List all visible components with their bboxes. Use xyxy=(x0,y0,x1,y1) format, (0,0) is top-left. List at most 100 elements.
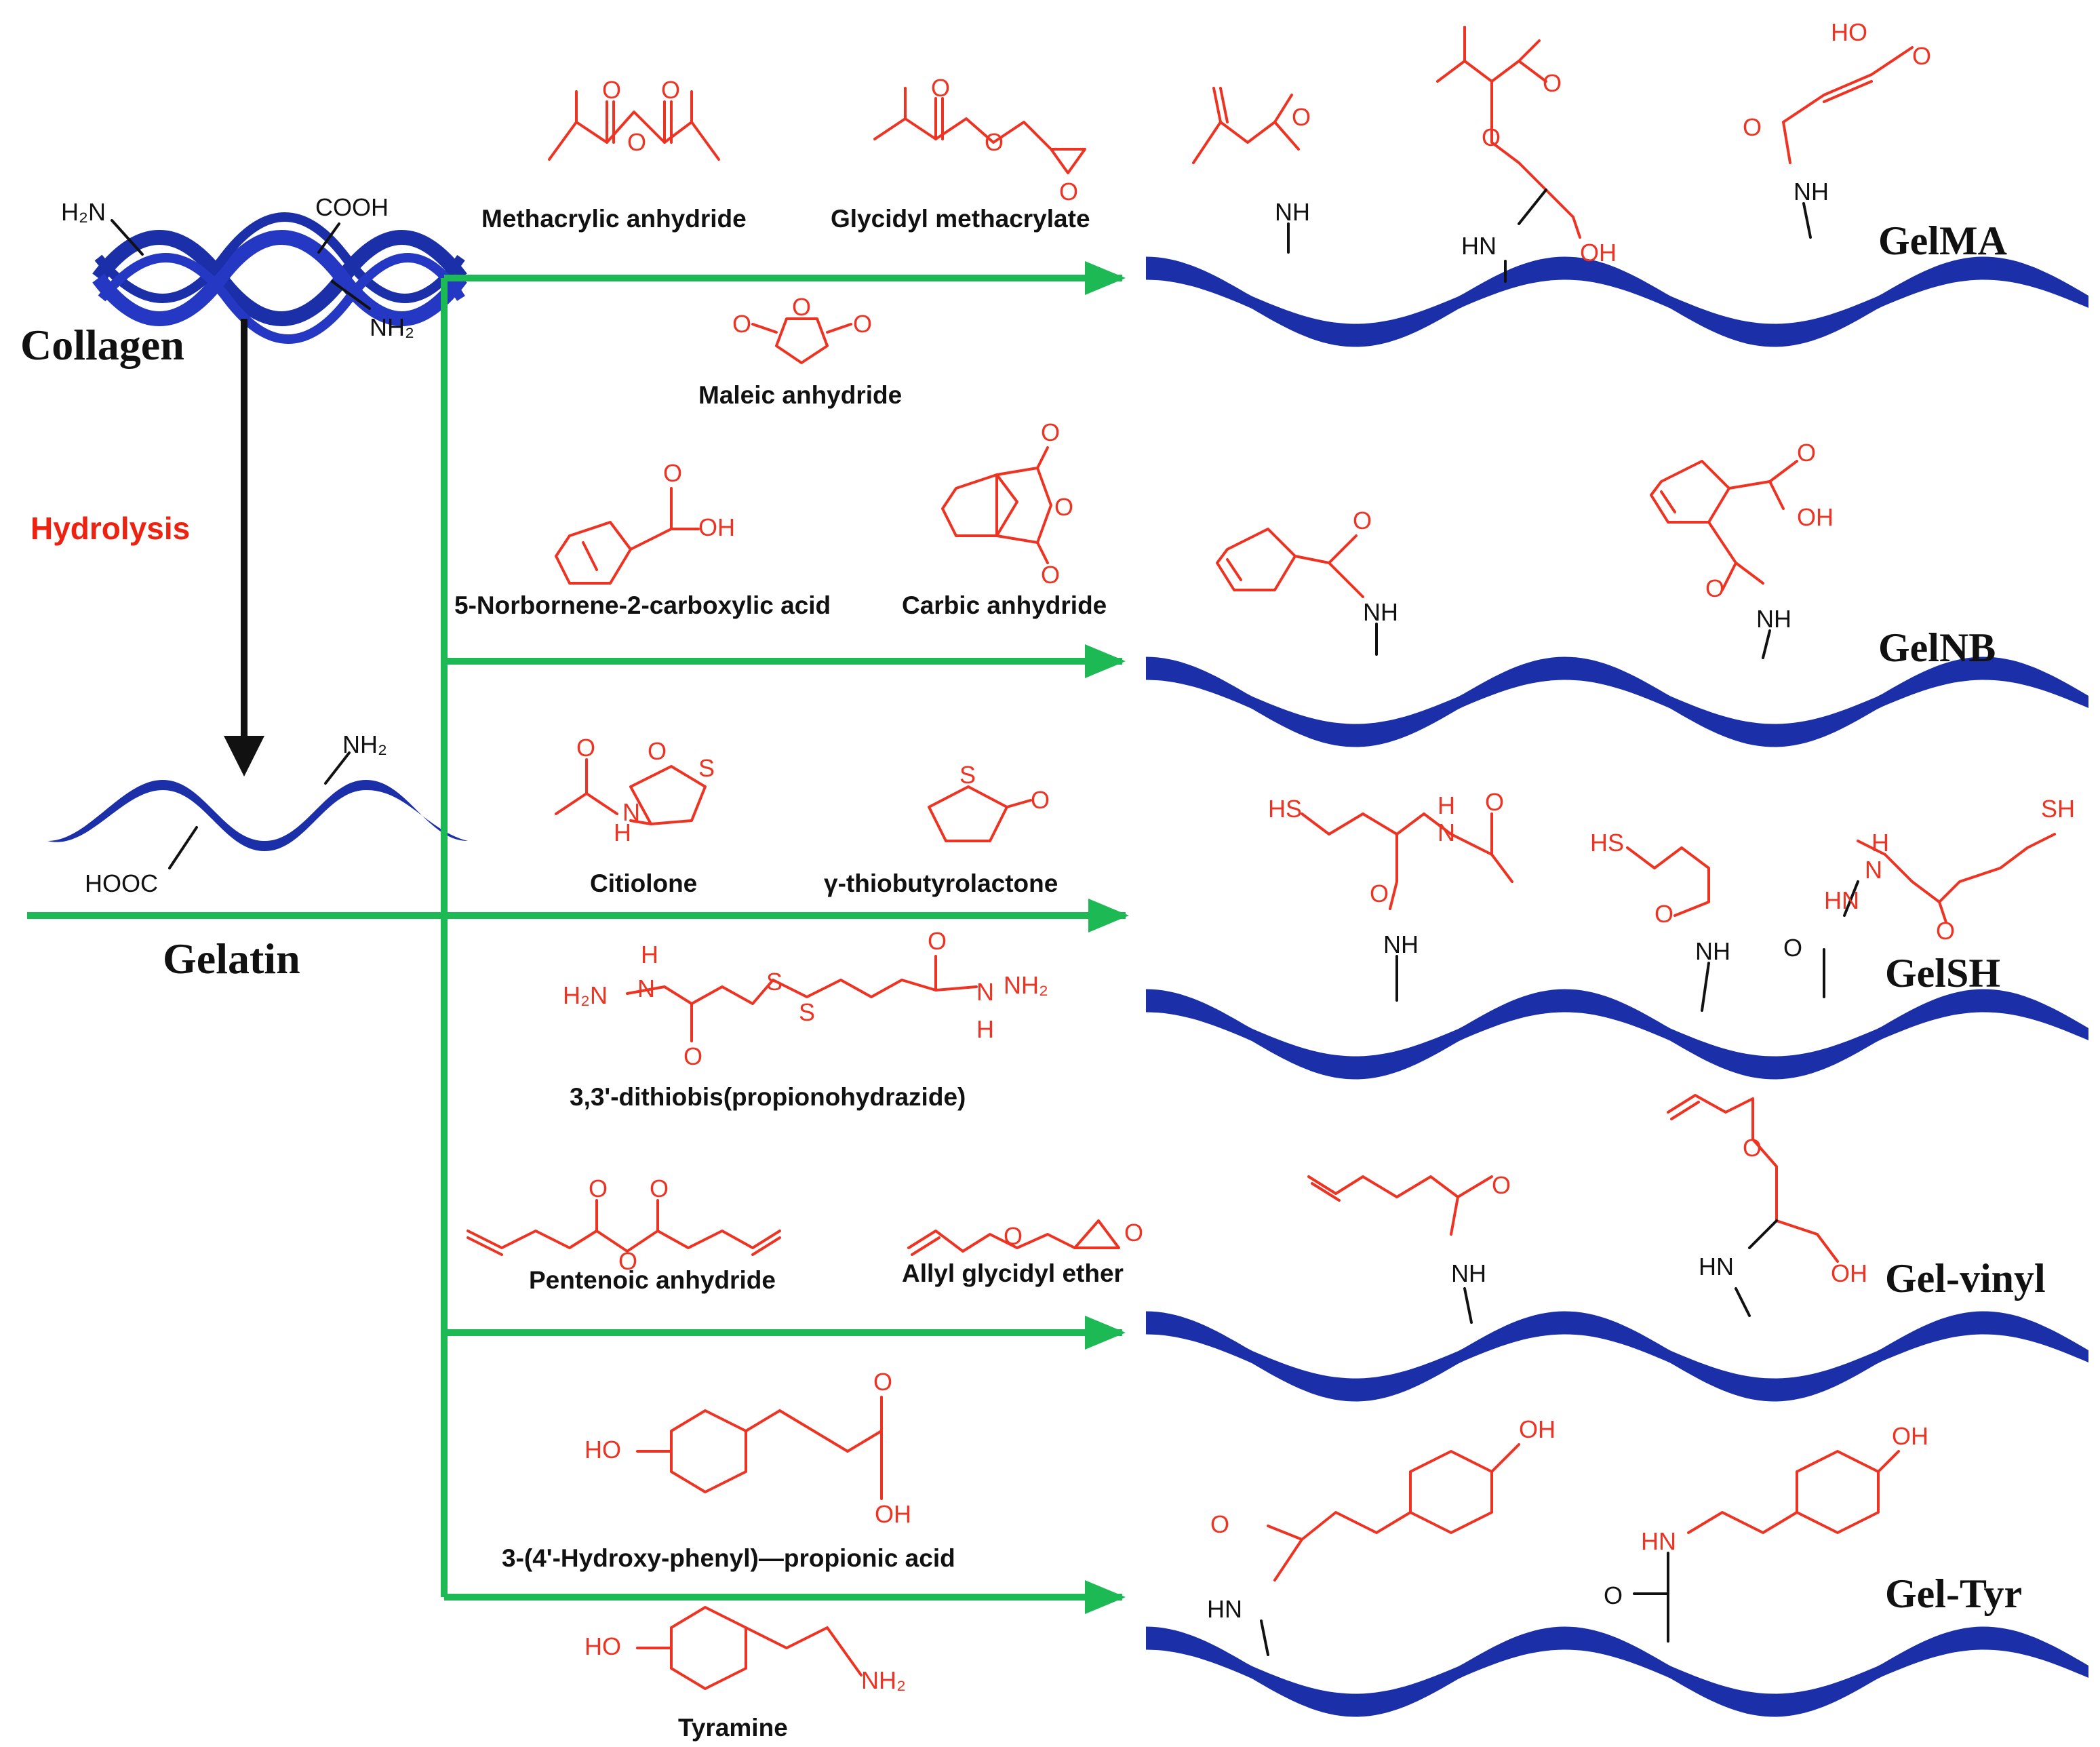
atom-label: O xyxy=(1604,1582,1623,1609)
gel-tyr-substituents xyxy=(1260,1443,1900,1656)
hydroxyphenyl-propionic-label: 3-(4'-Hydroxy-phenyl)—propionic acid xyxy=(502,1544,955,1572)
atom-label: O xyxy=(1936,917,1955,945)
collagen-label: Collagen xyxy=(20,321,184,369)
atom-label: HO xyxy=(585,1632,621,1660)
atom-label: S xyxy=(766,968,782,996)
atom-label: O xyxy=(1370,880,1389,907)
atom-label: NH xyxy=(1756,605,1791,633)
dithiobis-label: 3,3'-dithiobis(propionohydrazide) xyxy=(570,1083,966,1111)
allyl-glycidyl-ether-structure xyxy=(907,1219,1120,1256)
atom-label: HO xyxy=(1831,18,1867,46)
atom-label: O xyxy=(602,76,621,104)
gelnb-backbone xyxy=(1146,656,2088,747)
atom-label: S xyxy=(698,754,715,782)
glycidyl-methacrylate-label: Glycidyl methacrylate xyxy=(831,205,1090,233)
atom-label: O xyxy=(732,310,751,338)
flow-lines xyxy=(27,278,448,1597)
atom-label: O xyxy=(1743,113,1762,141)
atom-label: NH₂ xyxy=(861,1666,906,1694)
atom-label: OH xyxy=(698,513,735,541)
norbornene-acid-structure xyxy=(555,487,700,585)
thiobutyrolactone-structure xyxy=(928,785,1032,842)
atom-label: H xyxy=(1871,829,1889,857)
atom-label: NH xyxy=(1275,198,1310,226)
atom-label: HS xyxy=(1590,829,1624,857)
atom-label: HO xyxy=(585,1436,621,1464)
atom-label: S xyxy=(799,998,815,1026)
maleic-anhydride-label: Maleic anhydride xyxy=(698,381,902,409)
gelma-substituents xyxy=(1192,26,1914,283)
gelma-label: GelMA xyxy=(1878,218,2007,263)
collagen-amine-bottom: NH₂ xyxy=(370,313,414,341)
tyramine-label: Tyramine xyxy=(678,1714,788,1742)
gelsh-backbone xyxy=(1146,989,2088,1080)
atom-label: O xyxy=(1485,788,1504,816)
pentenoic-anhydride-label: Pentenoic anhydride xyxy=(529,1266,776,1294)
hydroxyphenyl-propionic-structure xyxy=(636,1396,883,1500)
atom-label: O xyxy=(1783,934,1802,962)
gelatin-label: Gelatin xyxy=(163,935,300,983)
methacrylic-anhydride-label: Methacrylic anhydride xyxy=(481,205,747,233)
atom-label: O xyxy=(1292,103,1311,131)
norbornene-acid-label: 5-Norbornene-2-carboxylic acid xyxy=(454,591,831,619)
atom-label: HN xyxy=(1699,1253,1734,1280)
atom-label: N xyxy=(1438,819,1455,846)
atom-label: O xyxy=(1041,561,1060,589)
atom-label: NH xyxy=(1383,930,1419,958)
atom-label: O xyxy=(1743,1134,1762,1162)
atom-label: N xyxy=(637,975,655,1002)
atom-label: OH xyxy=(1797,503,1834,531)
atom-label: OH xyxy=(1831,1259,1867,1287)
atom-label: NH xyxy=(1363,598,1398,626)
atom-label: O xyxy=(1210,1510,1229,1538)
carbic-anhydride-label: Carbic anhydride xyxy=(902,591,1107,619)
atom-label: O xyxy=(1353,507,1372,534)
atom-label: O xyxy=(627,128,646,156)
atom-label: O xyxy=(650,1175,669,1202)
methacrylic-anhydride-structure xyxy=(548,90,720,161)
atom-label: O xyxy=(618,1247,637,1275)
atom-label: N xyxy=(622,798,640,826)
gelsh-label: GelSH xyxy=(1885,951,2000,996)
atom-label: SH xyxy=(2041,795,2075,823)
atom-label: OH xyxy=(1519,1415,1556,1443)
maleic-anhydride-structure xyxy=(751,317,852,364)
atom-label: O xyxy=(985,128,1004,156)
atom-label: HS xyxy=(1268,795,1302,823)
atom-label: N xyxy=(976,978,994,1006)
atom-label: HN xyxy=(1641,1527,1676,1555)
atom-label: O xyxy=(576,734,595,762)
atom-label: HN xyxy=(1207,1595,1242,1623)
gel-vinyl-substituents xyxy=(1307,1094,1839,1324)
atom-label: O xyxy=(931,74,950,102)
collagen-acid: COOH xyxy=(315,193,389,221)
atom-label: O xyxy=(1705,574,1724,602)
gel-vinyl-label: Gel-vinyl xyxy=(1885,1256,2046,1301)
gel-tyr-label: Gel-Tyr xyxy=(1885,1571,2022,1616)
gelsh-substituents xyxy=(1301,812,2056,1012)
gelnb-label: GelNB xyxy=(1878,625,1996,670)
tyramine-structure xyxy=(636,1606,863,1690)
collagen-helix xyxy=(92,212,467,344)
atom-label: O xyxy=(1054,493,1073,521)
atom-label: NH xyxy=(1451,1259,1486,1287)
carbic-anhydride-structure xyxy=(941,446,1052,564)
citiolone-structure xyxy=(555,758,707,825)
atom-label: NH xyxy=(1695,937,1730,965)
atom-label: O xyxy=(1543,69,1562,97)
atom-label: O xyxy=(1912,42,1931,70)
atom-label: OH xyxy=(1892,1422,1928,1450)
atom-label: N xyxy=(1865,856,1882,884)
atom-label: H xyxy=(1438,791,1455,819)
atom-label: O xyxy=(1655,900,1673,928)
atom-label: NH xyxy=(1794,178,1829,205)
atom-label: O xyxy=(853,310,872,338)
atom-label: O xyxy=(589,1175,608,1202)
atom-label: NH₂ xyxy=(1004,971,1048,999)
atom-label: O xyxy=(1797,439,1816,467)
gelatin-acid: HOOC xyxy=(85,869,158,897)
atom-label: O xyxy=(928,927,947,955)
gelma-backbone xyxy=(1146,256,2088,347)
